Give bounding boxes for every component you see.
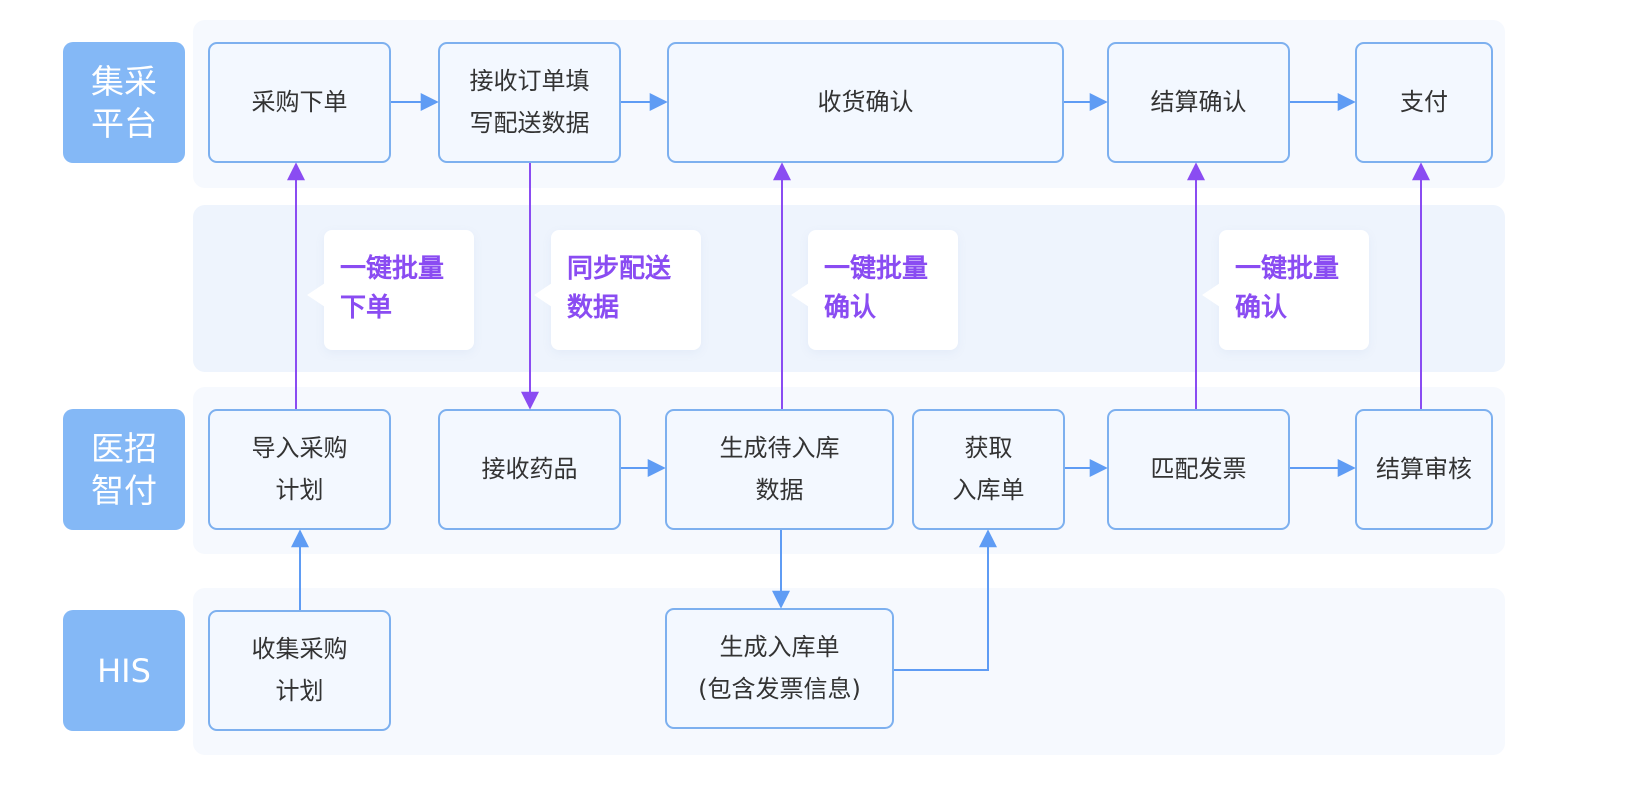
import-purchase-plan-node[interactable]: 导入采购 计划 bbox=[208, 409, 391, 530]
settlement-review-node[interactable]: 结算审核 bbox=[1355, 409, 1493, 530]
receipt-confirm-node[interactable]: 收货确认 bbox=[667, 42, 1064, 163]
payment-node[interactable]: 支付 bbox=[1355, 42, 1493, 163]
generate-warehouse-receipt-node[interactable]: 生成入库单 (包含发票信息) bbox=[665, 608, 894, 729]
receive-order-fill-delivery-node[interactable]: 接收订单填 写配送数据 bbox=[438, 42, 621, 163]
batch-confirm-callout-2: 一键批量 确认 bbox=[1202, 230, 1369, 350]
match-invoice-node[interactable]: 匹配发票 bbox=[1107, 409, 1290, 530]
platform-row-label: 集采 平台 bbox=[63, 42, 185, 163]
generate-pending-warehouse-data-node[interactable]: 生成待入库 数据 bbox=[665, 409, 894, 530]
batch-confirm-callout-1: 一键批量 确认 bbox=[791, 230, 958, 350]
receive-drugs-node[interactable]: 接收药品 bbox=[438, 409, 621, 530]
get-warehouse-receipt-node[interactable]: 获取 入库单 bbox=[912, 409, 1065, 530]
arrow-generate-receipt-to-get-receipt bbox=[894, 529, 997, 671]
batch-order-callout: 一键批量 下单 bbox=[307, 230, 474, 350]
his-row-label: HIS bbox=[63, 610, 185, 731]
sync-delivery-callout: 同步配送 数据 bbox=[534, 230, 701, 350]
settlement-confirm-node[interactable]: 结算确认 bbox=[1107, 42, 1290, 163]
yizhao-row-label: 医招 智付 bbox=[63, 409, 185, 530]
collect-purchase-plan-node[interactable]: 收集采购 计划 bbox=[208, 610, 391, 731]
purchase-order-node[interactable]: 采购下单 bbox=[208, 42, 391, 163]
